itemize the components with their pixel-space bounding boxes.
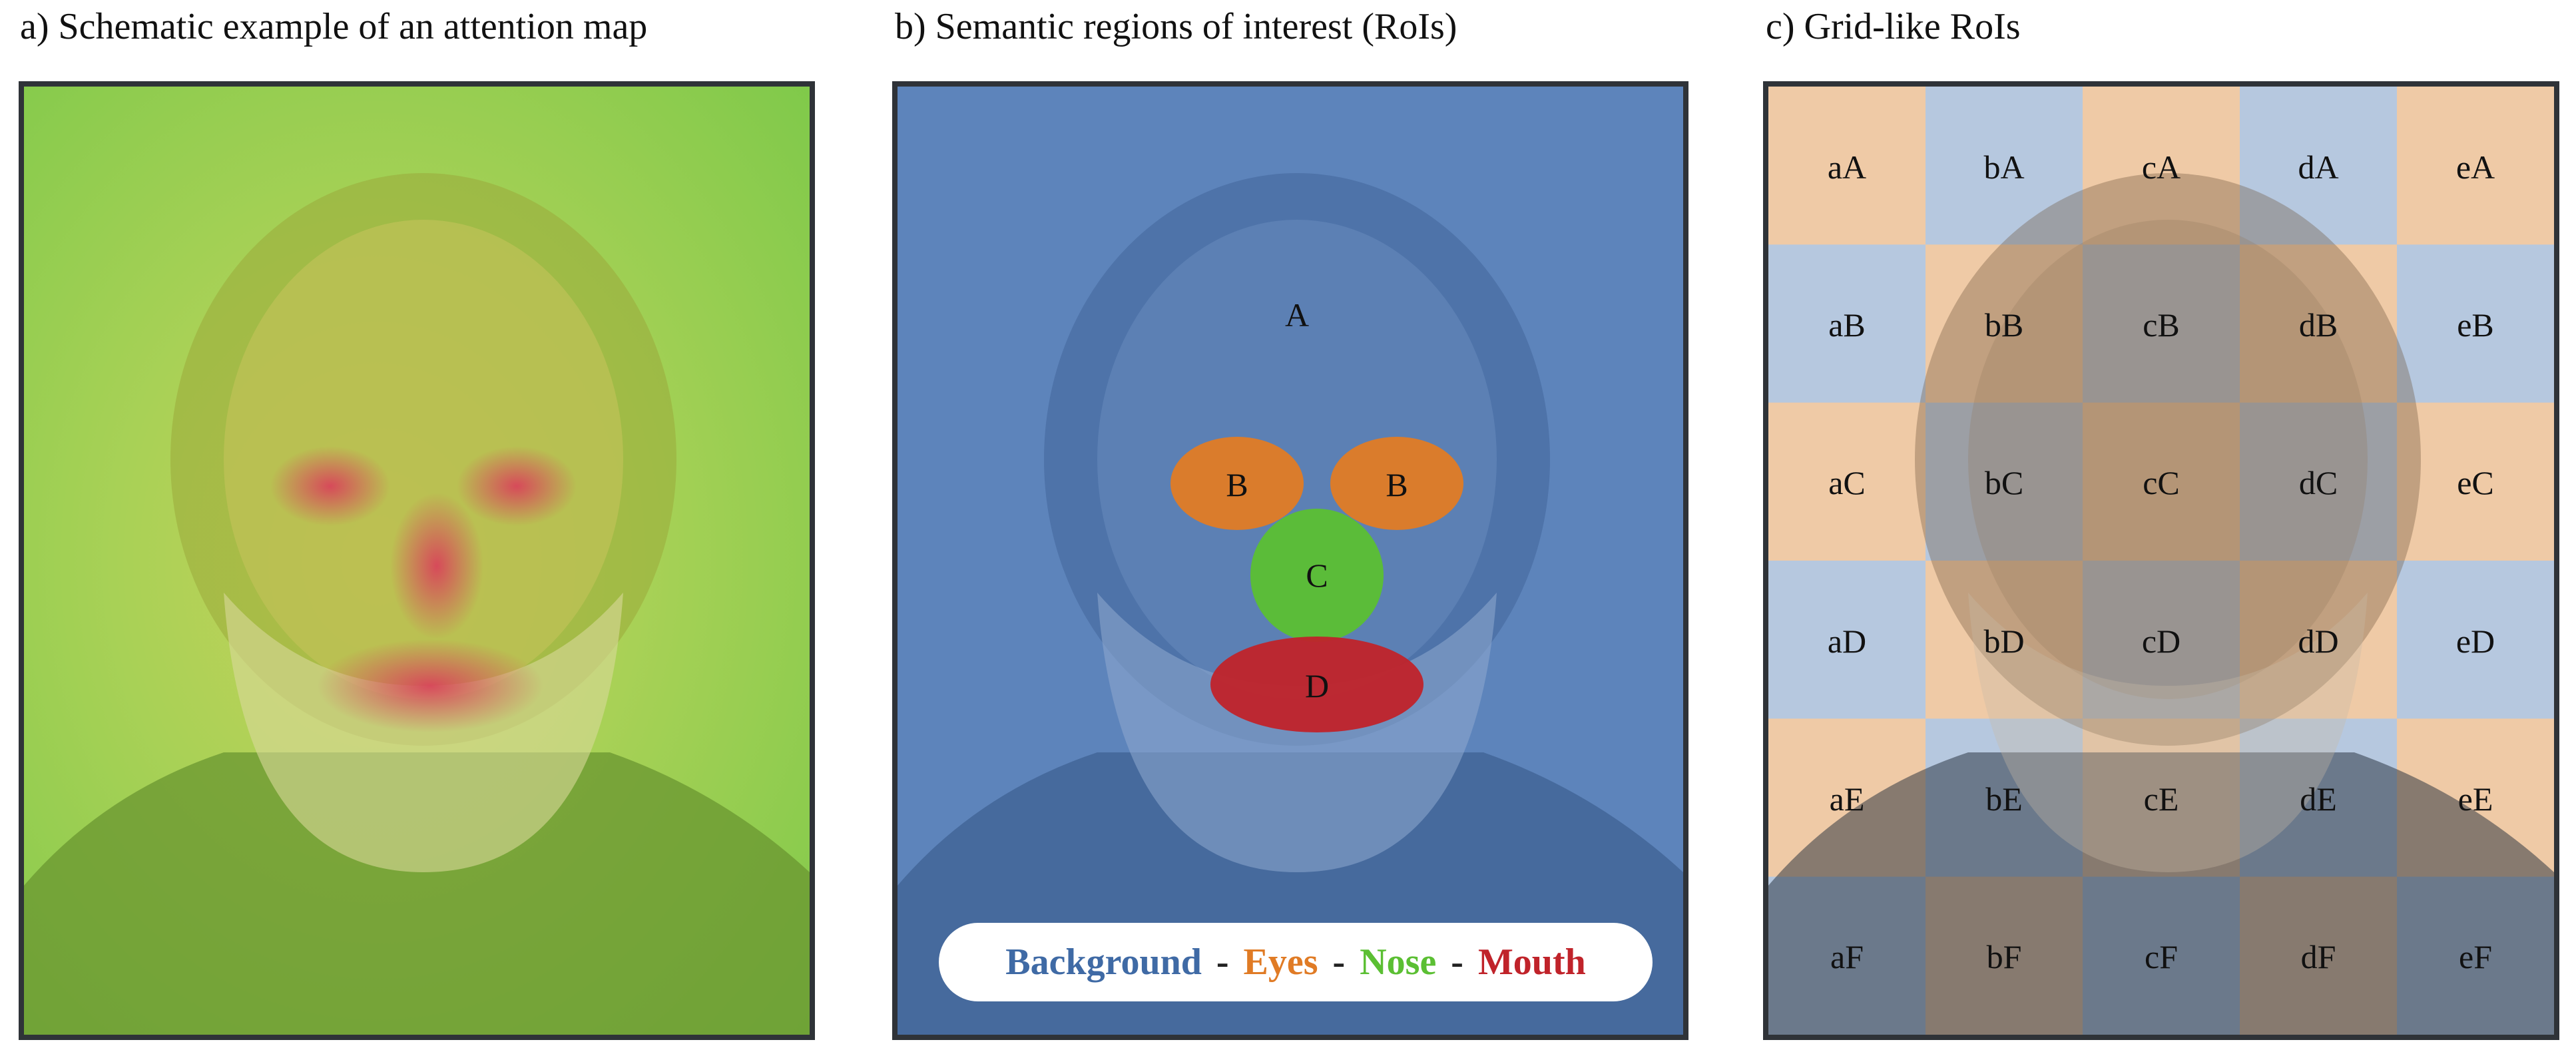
grid-cell-label: dF (2300, 938, 2336, 976)
grid-cell (2397, 244, 2554, 403)
region-label-c: C (1306, 557, 1328, 594)
grid-roi-panel: aA bA cA dA eA aB bB cB dB eB aC bC cC dC eC aD bD cD dD eD… (1763, 81, 2559, 1040)
grid-cell-label: dA (2298, 148, 2339, 186)
grid-cell-label: aC (1828, 464, 1866, 502)
grid-cell-label: dD (2298, 622, 2339, 660)
mouth-hotspot (317, 639, 543, 732)
grid-cell-label: bF (1986, 938, 2022, 976)
legend-nose: Nose (1360, 941, 1437, 983)
legend-separator: - (1451, 941, 1463, 983)
mouth-region (1210, 637, 1423, 732)
roi-legend: Background - Eyes - Nose - Mouth (939, 923, 1653, 1001)
attention-map-panel (19, 81, 815, 1040)
region-label-b-left: B (1226, 466, 1248, 503)
grid-cell-label: cE (2143, 780, 2179, 818)
grid-cell (2397, 561, 2554, 719)
grid-cell (2397, 87, 2554, 245)
panel-c-title: c) Grid-like RoIs (1766, 6, 2021, 47)
grid-cell (2397, 402, 2554, 561)
grid-cell-label: cF (2145, 938, 2178, 976)
panel-b-title: b) Semantic regions of interest (RoIs) (895, 6, 1457, 47)
grid-cell-label: bB (1984, 306, 2024, 344)
legend-separator: - (1216, 941, 1229, 983)
grid-cell-label: aD (1827, 622, 1867, 660)
grid-cell (2240, 561, 2398, 719)
grid-cell (2083, 87, 2240, 245)
grid-cell (1768, 561, 1926, 719)
grid-cell-label: eD (2455, 622, 2495, 660)
portrait-head (1915, 173, 2421, 746)
legend-separator: - (1332, 941, 1346, 983)
grid-cell-label: eA (2455, 148, 2495, 186)
legend-mouth: Mouth (1477, 941, 1586, 983)
eyes-region-right (1330, 437, 1463, 530)
grid-cell (1926, 561, 2083, 719)
grid-cell-label: eB (2457, 306, 2494, 344)
grid-cell-label: aF (1830, 938, 1864, 976)
coat-shape (24, 752, 810, 1035)
region-label-a: A (1284, 296, 1310, 334)
grid-cell-label: cA (2141, 148, 2181, 186)
grid-cell-label: cD (2141, 622, 2181, 660)
grid-cell-label: dC (2298, 464, 2338, 502)
grid-cell-label: cC (2143, 464, 2180, 502)
nose-hotspot (390, 493, 483, 639)
panel-a-title: a) Schematic example of an attention map (20, 6, 648, 47)
region-label-d: D (1304, 667, 1330, 704)
grid-cell-label: aB (1828, 306, 1866, 344)
grid-cell (1768, 87, 1926, 245)
grid-cell (1768, 402, 1926, 561)
legend-background: Background (1005, 941, 1202, 983)
region-label-b-right: B (1386, 466, 1408, 503)
grid-cell (1926, 244, 2083, 403)
grid-cell (1926, 87, 2083, 245)
grid-cell-label: aE (1829, 780, 1865, 818)
eye-hotspot-right (457, 446, 577, 526)
grid-cell-label: eF (2459, 938, 2492, 976)
semantic-roi-image (898, 87, 1683, 1035)
grid-cell-label: dE (2300, 780, 2337, 818)
grid-cell-label: eC (2457, 464, 2494, 502)
grid-cell-label: bD (1983, 622, 2025, 660)
grid-cell (2240, 244, 2398, 403)
semantic-roi-panel: A B B C D Background - Eyes - Nose - Mou… (892, 81, 1688, 1040)
grid-cell (2083, 244, 2240, 403)
grid-cell (2240, 402, 2398, 561)
eyes-region-left (1170, 437, 1304, 530)
grid-cell (2240, 87, 2398, 245)
grid-cell (2083, 402, 2240, 561)
grid-cell (1926, 402, 2083, 561)
grid-cell (1768, 244, 1926, 403)
attention-map-image (24, 87, 810, 1035)
grid-cell-label: bC (1984, 464, 2024, 502)
portrait-beard (1968, 593, 2368, 872)
beard-shape (224, 593, 623, 872)
legend-eyes: Eyes (1243, 941, 1318, 983)
grid-cell-label: bA (1983, 148, 2025, 186)
grid-cell (2083, 561, 2240, 719)
portrait-coat (1768, 752, 2554, 1035)
grid-cell-label: bE (1985, 780, 2023, 818)
eye-hotspot-left (270, 446, 390, 526)
grid-cell-label: aA (1827, 148, 1867, 186)
grid-cell-label: dB (2298, 306, 2338, 344)
grid-cell-label: cB (2143, 306, 2180, 344)
grid-roi-image (1768, 87, 2554, 1035)
nose-region (1250, 509, 1384, 642)
grid-cell-label: eE (2457, 780, 2493, 818)
